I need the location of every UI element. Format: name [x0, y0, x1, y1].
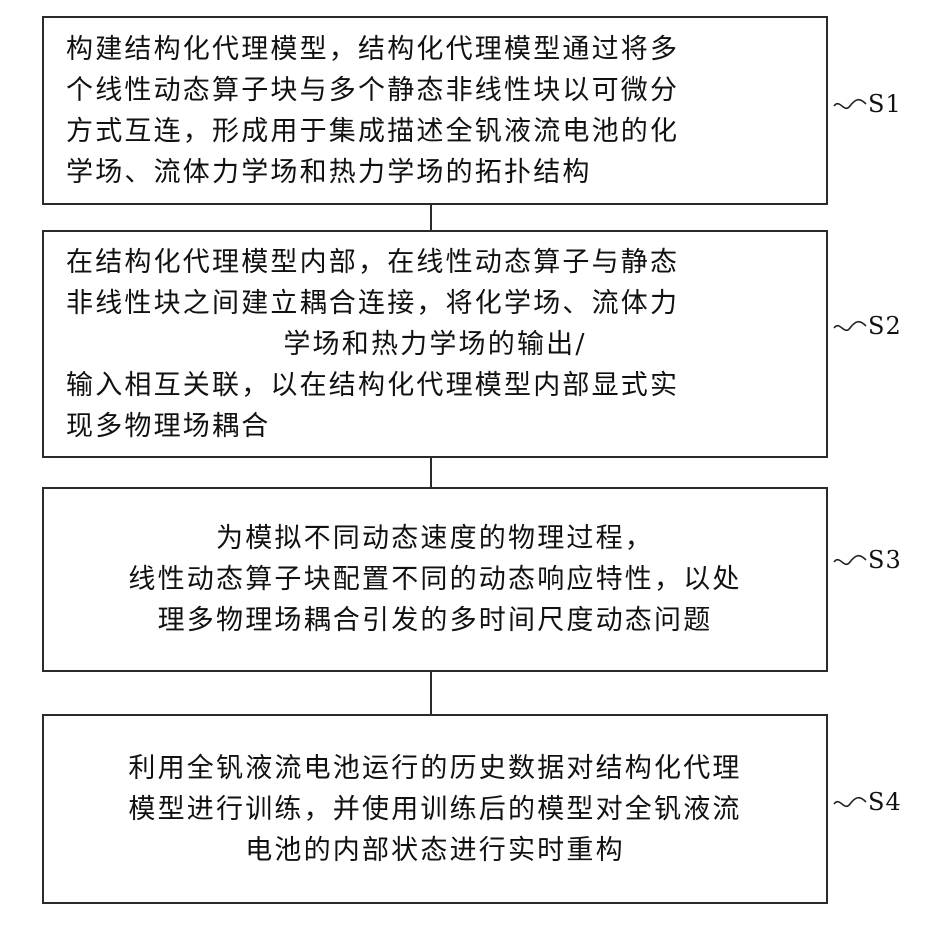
step-s2-line-4: 输入相互关联，以在结构化代理模型内部显式实: [66, 365, 804, 406]
step-box-s1: 构建结构化代理模型，结构化代理模型通过将多 个线性动态算子块与多个静态非线性块以…: [42, 16, 828, 205]
step-s1-line-2: 个线性动态算子块与多个静态非线性块以可微分: [66, 70, 804, 111]
step-label-s4-text: S4: [868, 788, 902, 816]
step-s2-line-1: 在结构化代理模型内部，在线性动态算子与静态: [66, 242, 804, 283]
step-label-s2: S2: [832, 310, 922, 350]
step-s3-line-1: 为模拟不同动态速度的物理过程，: [66, 518, 804, 559]
leader-tilde-s2: [832, 310, 872, 340]
step-s1-line-4: 学场、流体力学场和热力学场的拓扑结构: [66, 152, 804, 193]
step-s2-line-3: 学场和热力学场的输出/: [66, 324, 804, 365]
step-label-s1-text: S1: [868, 90, 902, 118]
step-s2-line-5: 现多物理场耦合: [66, 406, 804, 447]
step-s1-line-3: 方式互连，形成用于集成描述全钒液流电池的化: [66, 111, 804, 152]
connector-s3-s4: [430, 672, 432, 714]
step-s2-line-2: 非线性块之间建立耦合连接，将化学场、流体力: [66, 283, 804, 324]
step-box-s3: 为模拟不同动态速度的物理过程， 线性动态算子块配置不同的动态响应特性，以处 理多…: [42, 487, 828, 672]
step-s1-line-1: 构建结构化代理模型，结构化代理模型通过将多: [66, 29, 804, 70]
connector-s2-s3: [430, 458, 432, 487]
step-box-s2: 在结构化代理模型内部，在线性动态算子与静态 非线性块之间建立耦合连接，将化学场、…: [42, 230, 828, 458]
leader-tilde-s3: [832, 544, 872, 574]
step-label-s2-text: S2: [868, 312, 902, 340]
step-s3-line-2: 线性动态算子块配置不同的动态响应特性，以处: [66, 559, 804, 600]
step-label-s1: S1: [832, 88, 922, 128]
step-box-s4: 利用全钒液流电池运行的历史数据对结构化代理 模型进行训练，并使用训练后的模型对全…: [42, 714, 828, 904]
step-label-s3-text: S3: [868, 546, 902, 574]
step-label-s4: S4: [832, 786, 922, 826]
leader-tilde-s4: [832, 786, 872, 816]
step-s4-line-3: 电池的内部状态进行实时重构: [66, 830, 804, 871]
connector-s1-s2: [430, 205, 432, 230]
step-s4-line-2: 模型进行训练，并使用训练后的模型对全钒液流: [66, 789, 804, 830]
step-s4-line-1: 利用全钒液流电池运行的历史数据对结构化代理: [66, 748, 804, 789]
leader-tilde-s1: [832, 88, 872, 118]
step-label-s3: S3: [832, 544, 922, 584]
step-s3-line-3: 理多物理场耦合引发的多时间尺度动态问题: [66, 600, 804, 641]
